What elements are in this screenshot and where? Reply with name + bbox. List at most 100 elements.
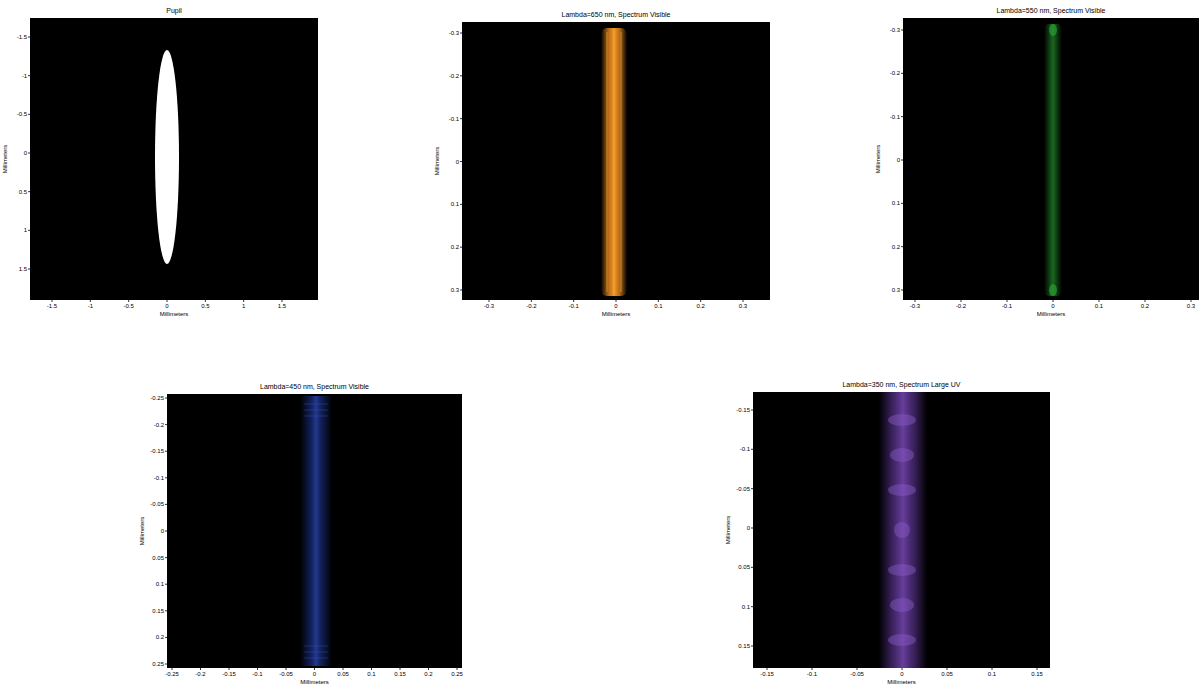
tick-mark: [901, 246, 903, 247]
tick-label: -0.2: [195, 671, 205, 677]
axis-label: Millimeters: [160, 311, 189, 317]
tick-mark: [457, 668, 458, 670]
tick-mark: [243, 300, 244, 302]
tick-mark: [90, 300, 91, 302]
tick-mark: [901, 73, 903, 74]
tick-mark: [531, 300, 532, 302]
tick-mark: [460, 247, 462, 248]
tick-mark: [460, 161, 462, 162]
panel-title: Lambda=650 nm, Spectrum Visible: [561, 11, 670, 18]
tick-mark: [902, 668, 903, 670]
tick-mark: [165, 637, 167, 638]
tick-mark: [229, 668, 230, 670]
tick-mark: [901, 30, 903, 31]
tick-mark: [460, 204, 462, 205]
tick-mark: [28, 37, 30, 38]
tick-label: 0.1: [742, 604, 750, 610]
tick-mark: [992, 668, 993, 670]
plot-area: [903, 18, 1199, 300]
tick-label: -0.15: [222, 671, 236, 677]
tick-mark: [165, 477, 167, 478]
tick-label: -0.2: [956, 303, 966, 309]
axis-label: Millimeters: [887, 679, 916, 685]
tick-label: 0: [24, 150, 27, 156]
tick-mark: [751, 528, 753, 529]
tick-mark: [165, 398, 167, 399]
axis-label: Millimeters: [1037, 311, 1066, 317]
tick-mark: [751, 567, 753, 568]
tick-label: -0.15: [150, 448, 164, 454]
tick-label: -0.1: [740, 446, 750, 452]
panel-title: Pupil: [166, 7, 182, 14]
tick-label: 0.1: [451, 201, 459, 207]
tick-label: 0.05: [941, 671, 953, 677]
psf-fringes: [888, 414, 916, 646]
tick-mark: [400, 668, 401, 670]
axis-label: Millimeters: [434, 147, 440, 176]
tick-label: 0: [313, 671, 316, 677]
tick-label: -0.1: [154, 475, 164, 481]
tick-mark: [1099, 300, 1100, 302]
tick-label: 0.15: [738, 643, 750, 649]
tick-label: -0.1: [807, 671, 817, 677]
tick-label: -0.15: [736, 407, 750, 413]
tick-label: 0.3: [739, 303, 747, 309]
tick-mark: [489, 300, 490, 302]
tick-mark: [901, 290, 903, 291]
tick-label: -1.5: [47, 303, 57, 309]
tick-mark: [961, 300, 962, 302]
tick-label: 0.1: [156, 581, 164, 587]
tick-mark: [573, 300, 574, 302]
tick-mark: [257, 668, 258, 670]
tick-label: 0.1: [367, 671, 375, 677]
tick-mark: [314, 668, 315, 670]
tick-label: -1: [88, 303, 93, 309]
plot-area: [462, 22, 770, 300]
tick-mark: [200, 668, 201, 670]
tick-label: -0.2: [449, 73, 459, 79]
tick-label: -0.15: [760, 671, 774, 677]
tick-mark: [751, 646, 753, 647]
tick-label: 0.25: [451, 671, 463, 677]
tick-mark: [165, 451, 167, 452]
tick-mark: [1053, 300, 1054, 302]
tick-mark: [172, 668, 173, 670]
panel-title: Lambda=350 nm, Spectrum Large UV: [842, 381, 960, 388]
axis-label: Millimeters: [2, 145, 8, 174]
tick-label: 0.25: [152, 661, 164, 667]
tick-mark: [1145, 300, 1146, 302]
tick-mark: [165, 504, 167, 505]
tick-mark: [767, 668, 768, 670]
tick-label: -0.3: [890, 27, 900, 33]
tick-mark: [165, 424, 167, 425]
tick-mark: [282, 300, 283, 302]
tick-label: 1.5: [19, 266, 27, 272]
tick-mark: [751, 410, 753, 411]
tick-mark: [28, 191, 30, 192]
tick-mark: [901, 203, 903, 204]
tick-label: 0.2: [156, 634, 164, 640]
tick-label: 0.05: [337, 671, 349, 677]
tick-mark: [751, 488, 753, 489]
tick-label: 0.1: [988, 671, 996, 677]
tick-label: 0: [747, 525, 750, 531]
tick-label: -0.2: [154, 422, 164, 428]
plot-area: [167, 394, 462, 668]
tick-label: 0: [456, 159, 459, 165]
tick-label: 0: [161, 528, 164, 534]
tick-label: 0.2: [424, 671, 432, 677]
plot-area: [753, 392, 1050, 668]
tick-label: 0.15: [1031, 671, 1043, 677]
tick-label: -0.1: [1002, 303, 1012, 309]
tick-label: 0.3: [892, 287, 900, 293]
tick-label: 0.3: [451, 287, 459, 293]
tick-mark: [857, 668, 858, 670]
tick-label: -0.2: [526, 303, 536, 309]
tick-label: 0: [614, 303, 617, 309]
tick-mark: [28, 114, 30, 115]
tick-label: 0.05: [738, 564, 750, 570]
tick-label: 0.2: [1141, 303, 1149, 309]
tick-label: -0.1: [890, 114, 900, 120]
plot-area: [30, 18, 318, 300]
